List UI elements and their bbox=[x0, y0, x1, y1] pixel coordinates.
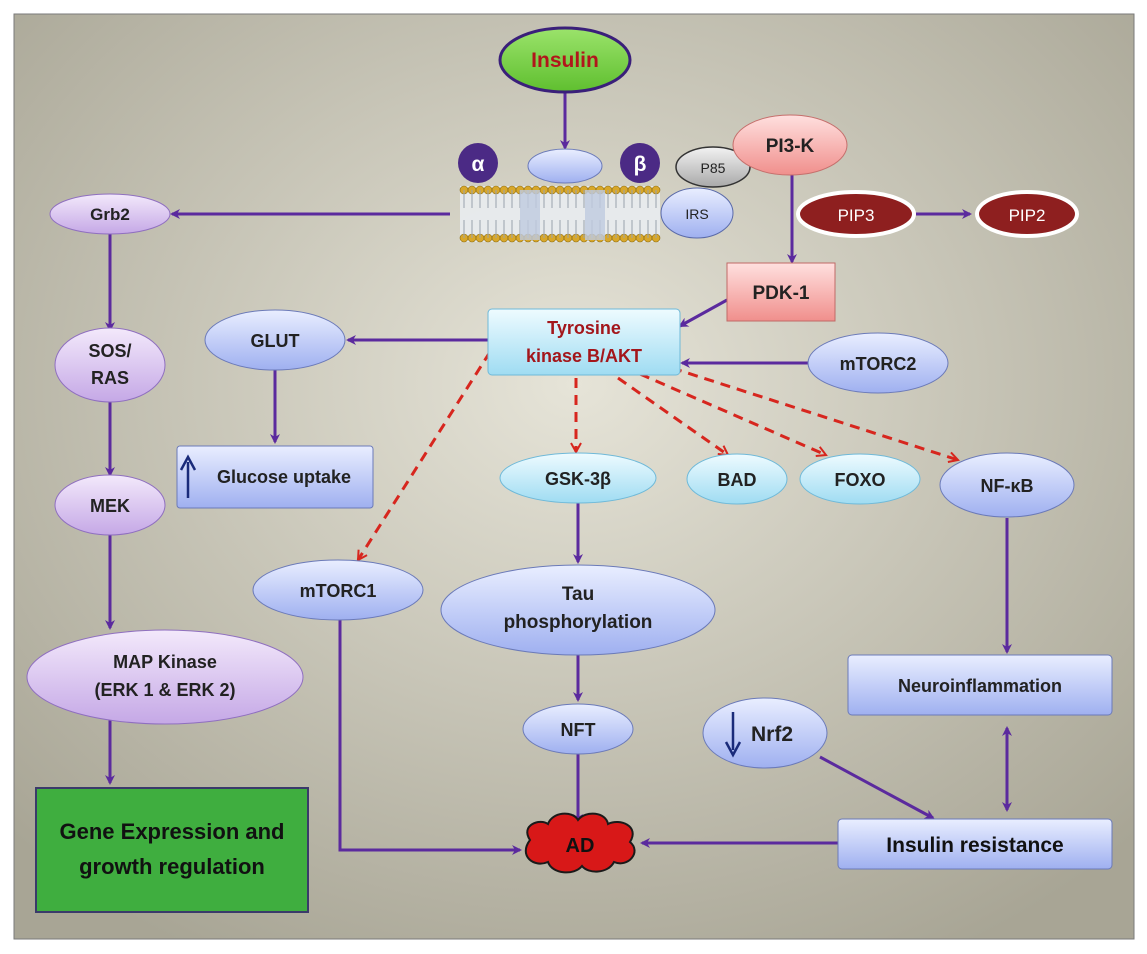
pi3k-node bbox=[732, 114, 848, 176]
alpha-label: α bbox=[472, 153, 485, 176]
akt-node bbox=[487, 308, 681, 376]
pdk1-label: PDK-1 bbox=[752, 283, 809, 304]
up-arrow-icon bbox=[179, 454, 197, 498]
tau-phosphorylation-node bbox=[440, 564, 716, 656]
nrf2-label: Nrf2 bbox=[751, 723, 793, 746]
tau-label-line1: Tau bbox=[562, 584, 594, 605]
solid-arrows bbox=[105, 92, 1012, 855]
ad-label: AD bbox=[566, 835, 595, 857]
gsk3b-node bbox=[499, 452, 657, 504]
foxo-label: FOXO bbox=[834, 470, 885, 490]
mapk-label-line2: (ERK 1 & ERK 2) bbox=[94, 680, 235, 700]
gsk3b-label: GSK-3β bbox=[545, 469, 611, 489]
dashed-akt-mtorc1 bbox=[356, 351, 492, 560]
mtorc1-node bbox=[252, 559, 424, 621]
arrow-pdk1-akt bbox=[678, 298, 728, 328]
sos-ras-node bbox=[54, 327, 166, 403]
mapk-label-line1: MAP Kinase bbox=[113, 652, 217, 672]
bad-node bbox=[686, 453, 788, 505]
neuroinflammation-label: Neuroinflammation bbox=[898, 676, 1062, 696]
foxo-node bbox=[799, 453, 921, 505]
akt-label-line2: kinase B/AKT bbox=[526, 346, 642, 366]
receptor-transmembrane-left bbox=[520, 190, 540, 240]
ad-node bbox=[524, 812, 636, 874]
neuroinflammation-node bbox=[847, 654, 1113, 716]
pip3-node bbox=[796, 190, 916, 238]
grb2-label: Grb2 bbox=[90, 205, 130, 224]
receptor-binding-site bbox=[527, 148, 603, 184]
dashed-akt-bad bbox=[617, 376, 728, 457]
nft-node bbox=[522, 703, 634, 755]
glucose-uptake-node bbox=[176, 445, 374, 509]
pi3k-label: PI3-K bbox=[766, 136, 815, 157]
akt-label-line1: Tyrosine bbox=[547, 318, 621, 338]
nfkb-node bbox=[939, 452, 1075, 518]
glucose-uptake-label: Glucose uptake bbox=[217, 467, 351, 487]
gene-label-line1: Gene Expression and bbox=[60, 819, 285, 844]
tau-label-line2: phosphorylation bbox=[504, 612, 653, 633]
nft-label: NFT bbox=[561, 720, 596, 740]
glut-node bbox=[204, 309, 346, 371]
mek-label: MEK bbox=[90, 496, 130, 516]
glut-label: GLUT bbox=[251, 331, 300, 351]
gene-label-line2: growth regulation bbox=[79, 854, 265, 879]
insulin-resistance-node bbox=[837, 818, 1113, 870]
grb2-node bbox=[49, 193, 171, 235]
beta-label: β bbox=[634, 153, 647, 176]
gene-expression-node bbox=[35, 787, 309, 913]
mek-node bbox=[54, 474, 166, 536]
alpha-subunit bbox=[458, 143, 498, 183]
nfkb-label: NF-κB bbox=[980, 476, 1033, 496]
p85-node bbox=[675, 146, 751, 188]
insulin-node bbox=[498, 26, 632, 94]
p85-label: P85 bbox=[701, 160, 726, 176]
insulin-label: Insulin bbox=[531, 49, 599, 72]
irs-label: IRS bbox=[685, 206, 708, 222]
sos-label: SOS/ bbox=[88, 341, 131, 361]
insulin-resistance-label: Insulin resistance bbox=[886, 834, 1063, 857]
dashed-arrows bbox=[356, 351, 958, 560]
receptor-transmembrane-right bbox=[585, 190, 605, 240]
mtorc2-node bbox=[807, 332, 949, 394]
mtorc2-label: mTORC2 bbox=[840, 354, 917, 374]
ras-label: RAS bbox=[91, 368, 129, 388]
pdk1-node bbox=[726, 262, 836, 322]
pip3-label: PIP3 bbox=[838, 206, 875, 225]
down-arrow-icon bbox=[724, 712, 742, 758]
irs-node bbox=[660, 187, 734, 239]
pip2-node bbox=[975, 190, 1079, 238]
map-kinase-node bbox=[26, 629, 304, 725]
beta-subunit bbox=[620, 143, 660, 183]
mtorc1-label: mTORC1 bbox=[300, 581, 377, 601]
arrow-mtorc1-ad bbox=[338, 620, 522, 855]
bad-label: BAD bbox=[718, 470, 757, 490]
pip2-label: PIP2 bbox=[1009, 206, 1046, 225]
arrow-nrf2-ir bbox=[819, 755, 935, 820]
cell-membrane bbox=[459, 185, 661, 243]
